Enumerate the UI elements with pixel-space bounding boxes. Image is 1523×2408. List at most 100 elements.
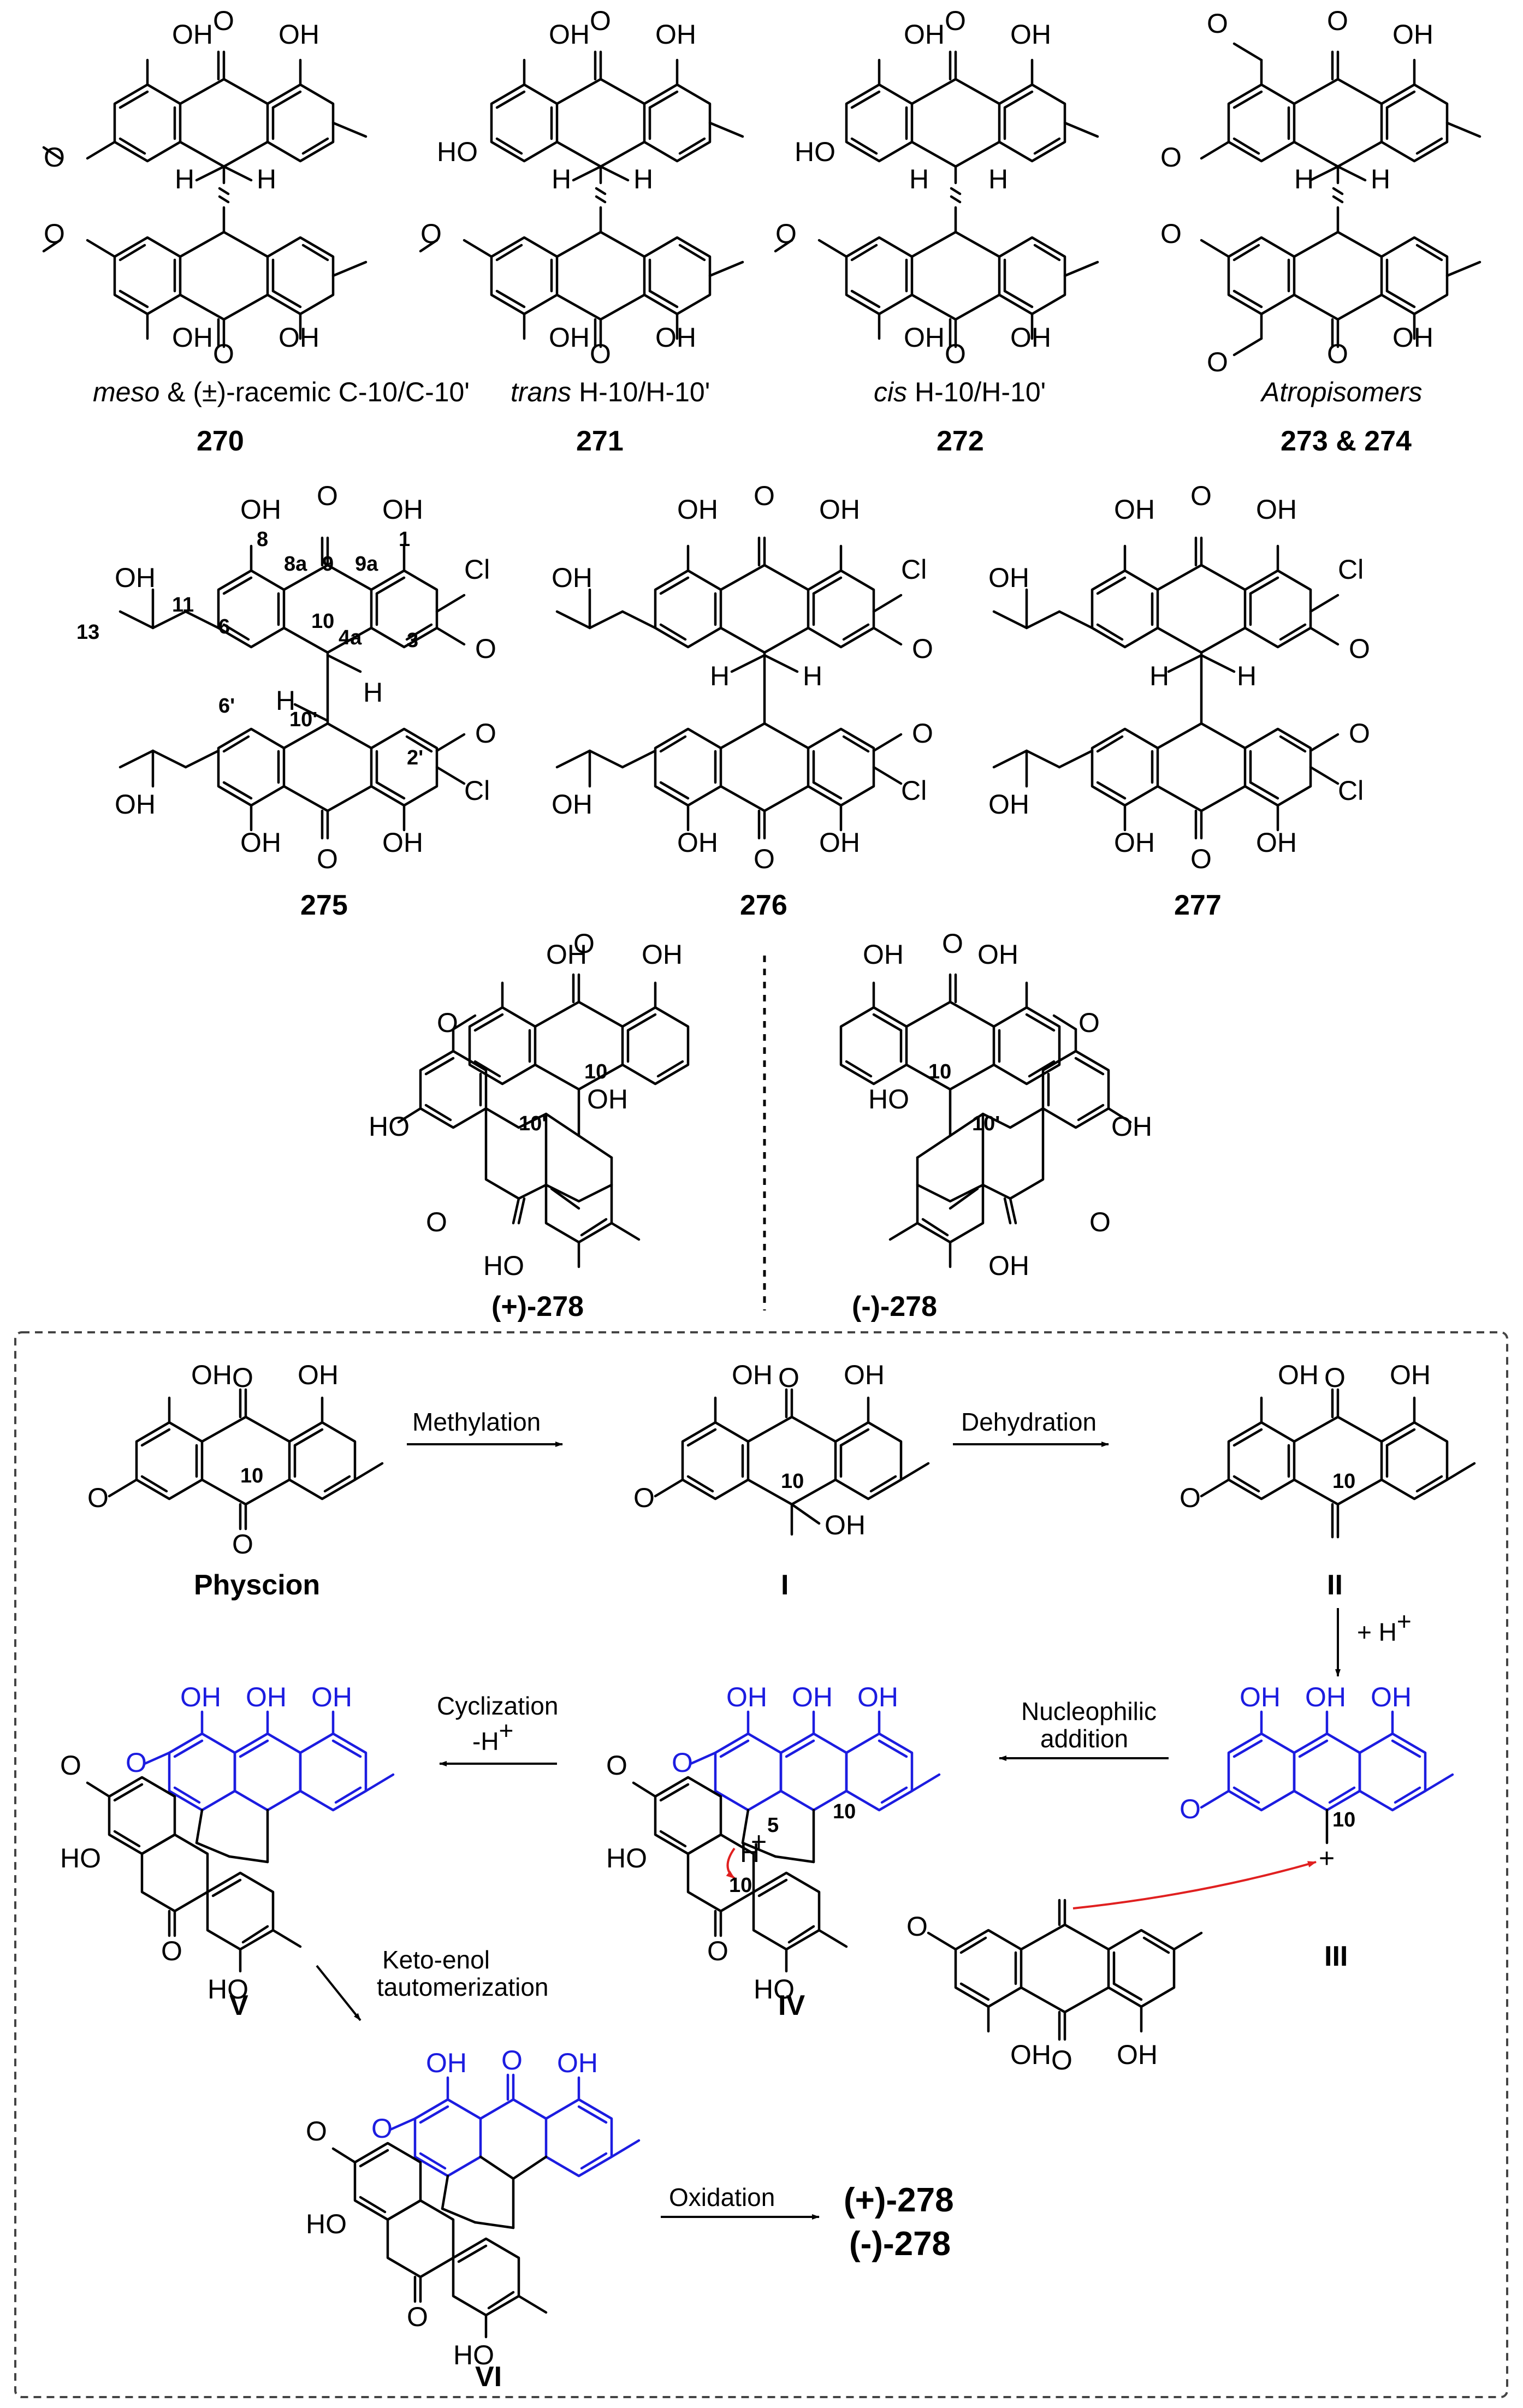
atom-276-o3: O bbox=[912, 718, 933, 749]
num-275-6: 6 bbox=[218, 615, 230, 638]
atom-277-o1: O bbox=[1190, 481, 1212, 511]
atom-277-h1: H bbox=[1149, 661, 1169, 691]
atom-VI-o3: O bbox=[306, 2116, 327, 2146]
atom-277-o4: O bbox=[1190, 844, 1212, 874]
atom-270-h1: H bbox=[175, 164, 194, 194]
atom-271-oh2: OH bbox=[655, 19, 696, 50]
compound-minus-278-structure bbox=[841, 975, 1132, 1268]
atom-276-cl1: Cl bbox=[901, 554, 927, 585]
atom-IV-plus: + bbox=[751, 1826, 767, 1857]
atom-277-o2: O bbox=[1349, 633, 1370, 664]
atom-275-o3: O bbox=[475, 718, 496, 749]
step-cyclization: Cyclization bbox=[437, 1692, 558, 1720]
atom-271-oh4: OH bbox=[655, 322, 696, 353]
label-plus-278: (+)-278 bbox=[491, 1291, 584, 1322]
caption-271: trans H-10/H-10' bbox=[511, 377, 710, 407]
atom-277-oh4: OH bbox=[1256, 827, 1297, 858]
atom-VI-ho: HO bbox=[306, 2209, 347, 2239]
atom-275-oh4: OH bbox=[382, 827, 423, 858]
atom-275-oh3: OH bbox=[240, 827, 281, 858]
atom-p278-o1: O bbox=[573, 928, 595, 959]
atom-271-oh3: OH bbox=[549, 322, 590, 353]
atom-275-oh6: OH bbox=[115, 789, 156, 820]
compound-277-structure bbox=[992, 538, 1340, 838]
biosynthesis-box bbox=[14, 1331, 1508, 2398]
atom-VI-o4: O bbox=[407, 2302, 428, 2332]
atom-V-o3: O bbox=[161, 1936, 182, 1966]
curved-arrow-attack bbox=[1072, 1861, 1317, 1909]
step-protonation: + H+ bbox=[1357, 1607, 1412, 1646]
atom-VI-o1: O bbox=[501, 2045, 523, 2075]
atom-p278-oh1: OH bbox=[546, 939, 587, 970]
atom-276-oh1: OH bbox=[677, 494, 718, 525]
atom-277-oh3: OH bbox=[1114, 827, 1155, 858]
atom-277-oh6: OH bbox=[988, 789, 1029, 820]
num-p278-10: 10 bbox=[584, 1060, 607, 1083]
atom-275-o4: O bbox=[317, 844, 338, 874]
atom-IV-ho2: HO bbox=[754, 1974, 795, 2004]
label-271: 271 bbox=[576, 425, 624, 457]
step-ketoenol2: tautomerization bbox=[377, 1973, 549, 2001]
atom-276-o2: O bbox=[912, 633, 933, 664]
num-275-3: 3 bbox=[407, 629, 418, 652]
num-275-1: 1 bbox=[399, 528, 410, 551]
compound-270-structure bbox=[42, 52, 368, 347]
label-277: 277 bbox=[1174, 889, 1222, 921]
atom-II-o2: O bbox=[1180, 1482, 1201, 1513]
atom-275-h2: H bbox=[363, 677, 383, 708]
curved-arrow-cyclization bbox=[726, 1847, 736, 1879]
num-phy-10: 10 bbox=[240, 1464, 263, 1487]
num-275-10p: 10' bbox=[289, 708, 317, 731]
atom-272-oh2: OH bbox=[1010, 19, 1051, 50]
arrow-keto-enol bbox=[316, 1965, 362, 2021]
atom-nuc-oh1: OH bbox=[1010, 2039, 1051, 2070]
step-ketoenol1: Keto-enol bbox=[382, 1946, 490, 1974]
atom-I-o1: O bbox=[778, 1362, 799, 1393]
atom-m278-o1: O bbox=[942, 928, 963, 959]
atom-276-oh6: OH bbox=[552, 789, 592, 820]
atom-272-h1: H bbox=[909, 164, 929, 194]
atom-273-h1: H bbox=[1294, 164, 1314, 194]
atom-275-o1: O bbox=[317, 481, 338, 511]
num-275-8a: 8a bbox=[284, 553, 307, 576]
atom-IV-o2: O bbox=[606, 1750, 627, 1781]
atom-IV-oh2: OH bbox=[792, 1682, 833, 1712]
label-II: II bbox=[1327, 1569, 1343, 1601]
atom-VI-oh2: OH bbox=[557, 2048, 598, 2078]
label-minus-278: (-)-278 bbox=[852, 1291, 937, 1322]
atom-271-ho: HO bbox=[437, 137, 478, 167]
atom-V-oh3: OH bbox=[311, 1682, 352, 1712]
atom-273-h2: H bbox=[1371, 164, 1390, 194]
atom-IV-o3: O bbox=[707, 1936, 728, 1966]
caption-272: cis H-10/H-10' bbox=[874, 377, 1046, 407]
num-II-10: 10 bbox=[1332, 1470, 1355, 1493]
compound-plus-278-structure bbox=[397, 975, 688, 1268]
label-VI: VI bbox=[475, 2361, 502, 2393]
atom-273-oh1: OH bbox=[1392, 19, 1433, 50]
atom-271-h1: H bbox=[552, 164, 571, 194]
label-270: 270 bbox=[197, 425, 244, 457]
atom-270-o4: O bbox=[44, 218, 65, 249]
atom-277-cl2: Cl bbox=[1338, 775, 1364, 806]
num-I-10: 10 bbox=[781, 1470, 804, 1493]
atom-V-oh1: OH bbox=[180, 1682, 221, 1712]
atom-phy-o3: O bbox=[232, 1529, 253, 1559]
atom-p278-ho2: HO bbox=[483, 1250, 524, 1281]
num-IV-10p: 10 bbox=[729, 1874, 752, 1897]
step-nucleophilic2: addition bbox=[1040, 1724, 1128, 1753]
atom-271-h2: H bbox=[633, 164, 653, 194]
compound-273-structure bbox=[1200, 42, 1481, 357]
final-product-plus-278: (+)-278 bbox=[844, 2181, 954, 2219]
atom-271-o1: O bbox=[590, 5, 611, 36]
atom-276-o4: O bbox=[754, 844, 775, 874]
atom-272-oh1: OH bbox=[904, 19, 945, 50]
label-IV: IV bbox=[778, 1990, 805, 2021]
atom-275-cl1: Cl bbox=[464, 554, 490, 585]
atom-276-oh2: OH bbox=[819, 494, 860, 525]
atom-IV-oh1: OH bbox=[726, 1682, 767, 1712]
atom-m278-oh1: OH bbox=[863, 939, 904, 970]
atom-I-oh1: OH bbox=[732, 1360, 773, 1390]
atom-272-o2: O bbox=[945, 339, 966, 369]
num-275-6p: 6' bbox=[218, 695, 235, 717]
num-275-13: 13 bbox=[76, 621, 99, 644]
